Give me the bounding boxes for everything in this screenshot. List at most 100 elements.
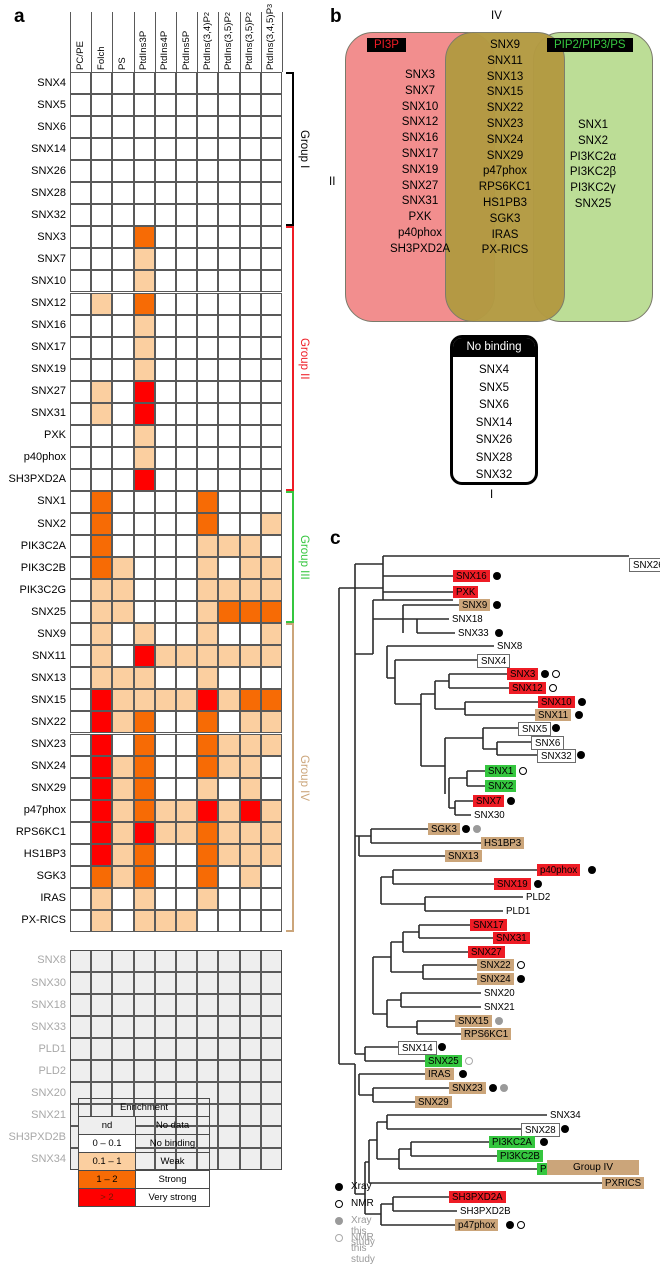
no-binding-member: SNX14 — [475, 416, 513, 429]
heatmap-cell — [91, 733, 113, 756]
heatmap-cell — [239, 292, 261, 315]
no-binding-title: No binding — [453, 338, 535, 357]
heatmap-cell — [70, 116, 92, 139]
venn-roman-overlap: IV — [491, 10, 502, 22]
heatmap-cell — [218, 248, 240, 271]
heatmap-cell — [260, 226, 282, 249]
heatmap-cell — [239, 358, 261, 381]
heatmap-cell — [260, 887, 282, 910]
heatmap-cell — [154, 160, 176, 183]
heatmap-cell-nd — [218, 1126, 240, 1149]
heatmap-cell-nd — [176, 1060, 198, 1083]
venn-member: SNX25 — [574, 197, 612, 210]
heatmap-cell — [70, 336, 92, 359]
heatmap-cell — [91, 402, 113, 425]
heatmap-cell-nd — [154, 972, 176, 995]
heatmap-row-label: SNX13 — [31, 671, 66, 684]
heatmap-cell — [112, 358, 134, 381]
heatmap-cell — [176, 711, 198, 734]
heatmap-cell — [197, 380, 219, 403]
heatmap-cell — [70, 865, 92, 888]
tree-tip-snx1: SNX1 — [485, 765, 517, 777]
heatmap-cell — [70, 490, 92, 513]
heatmap-cell — [70, 909, 92, 932]
heatmap-cell — [91, 821, 113, 844]
heatmap-cell — [91, 116, 113, 139]
heatmap-cell — [239, 513, 261, 536]
symbol-key-label: NMR this study — [351, 1232, 375, 1265]
heatmap-cell — [197, 535, 219, 558]
tree-tip-snx9: SNX9 — [459, 599, 491, 611]
heatmap-cell — [133, 887, 155, 910]
heatmap-row-label: SNX31 — [31, 407, 66, 420]
heatmap-row-label: SNX25 — [31, 605, 66, 618]
heatmap-cell — [218, 667, 240, 690]
heatmap-cell-nd — [218, 994, 240, 1017]
heatmap-cell — [176, 755, 198, 778]
heatmap-cell — [239, 94, 261, 117]
heatmap-cell — [91, 226, 113, 249]
heatmap-cell — [112, 579, 134, 602]
venn-tag-pip: PIP2/PIP3/PS — [547, 38, 633, 52]
heatmap-cell — [91, 94, 113, 117]
heatmap-row-label: HS1BP3 — [23, 848, 66, 861]
heatmap-cell — [154, 711, 176, 734]
heatmap-cell — [91, 292, 113, 315]
heatmap-cell — [91, 358, 113, 381]
heatmap-row-label: SNX24 — [31, 760, 66, 773]
tree-tip-snx20: SNX20 — [484, 987, 515, 999]
tree-structure-dot-xray — [488, 1084, 497, 1092]
heatmap-cell — [218, 72, 240, 95]
heatmap-row-label-nd: SH3PXD2B — [8, 1130, 66, 1143]
heatmap-cell — [112, 204, 134, 227]
heatmap-cell — [218, 468, 240, 491]
heatmap-cell — [176, 579, 198, 602]
heatmap-cell — [154, 72, 176, 95]
heatmap-cell — [91, 182, 113, 205]
tree-structure-dot-xray — [516, 975, 525, 983]
legend-meaning: No binding — [135, 1134, 210, 1153]
heatmap-cell — [176, 336, 198, 359]
heatmap-cell — [176, 490, 198, 513]
heatmap-cell — [133, 645, 155, 668]
heatmap-row-label: SNX6 — [37, 120, 66, 133]
heatmap-cell-nd — [218, 1082, 240, 1105]
heatmap-cell — [239, 733, 261, 756]
heatmap-cell — [260, 843, 282, 866]
heatmap-cell — [70, 557, 92, 580]
heatmap-cell — [260, 248, 282, 271]
heatmap-cell — [260, 557, 282, 580]
heatmap-col-header: PtdIns5P — [180, 30, 192, 70]
heatmap-cell — [154, 358, 176, 381]
heatmap-cell-nd — [154, 1060, 176, 1083]
heatmap-cell-nd — [176, 1038, 198, 1061]
heatmap-cell — [91, 865, 113, 888]
heatmap-cell — [154, 336, 176, 359]
heatmap-cell — [91, 557, 113, 580]
legend-meaning: Very strong — [135, 1188, 210, 1207]
heatmap-cell — [176, 733, 198, 756]
heatmap-cell — [112, 270, 134, 293]
heatmap-cell — [154, 579, 176, 602]
heatmap-cell — [197, 777, 219, 800]
heatmap-cell — [70, 292, 92, 315]
heatmap-cell-nd — [154, 994, 176, 1017]
venn-member: SNX16 — [401, 132, 439, 145]
heatmap-cell — [133, 226, 155, 249]
heatmap-cell — [154, 777, 176, 800]
venn-member: SNX7 — [404, 84, 436, 97]
venn-member: p40phox — [397, 226, 443, 239]
heatmap-cell — [239, 424, 261, 447]
heatmap-cell — [112, 755, 134, 778]
heatmap-cell — [70, 623, 92, 646]
tree-tip-iras: IRAS — [425, 1068, 454, 1080]
heatmap-cell — [218, 160, 240, 183]
heatmap-cell — [133, 733, 155, 756]
heatmap-cell — [218, 116, 240, 139]
heatmap-cell — [112, 72, 134, 95]
heatmap-cell — [260, 667, 282, 690]
heatmap-cell-nd — [218, 1104, 240, 1127]
heatmap-cell — [70, 204, 92, 227]
